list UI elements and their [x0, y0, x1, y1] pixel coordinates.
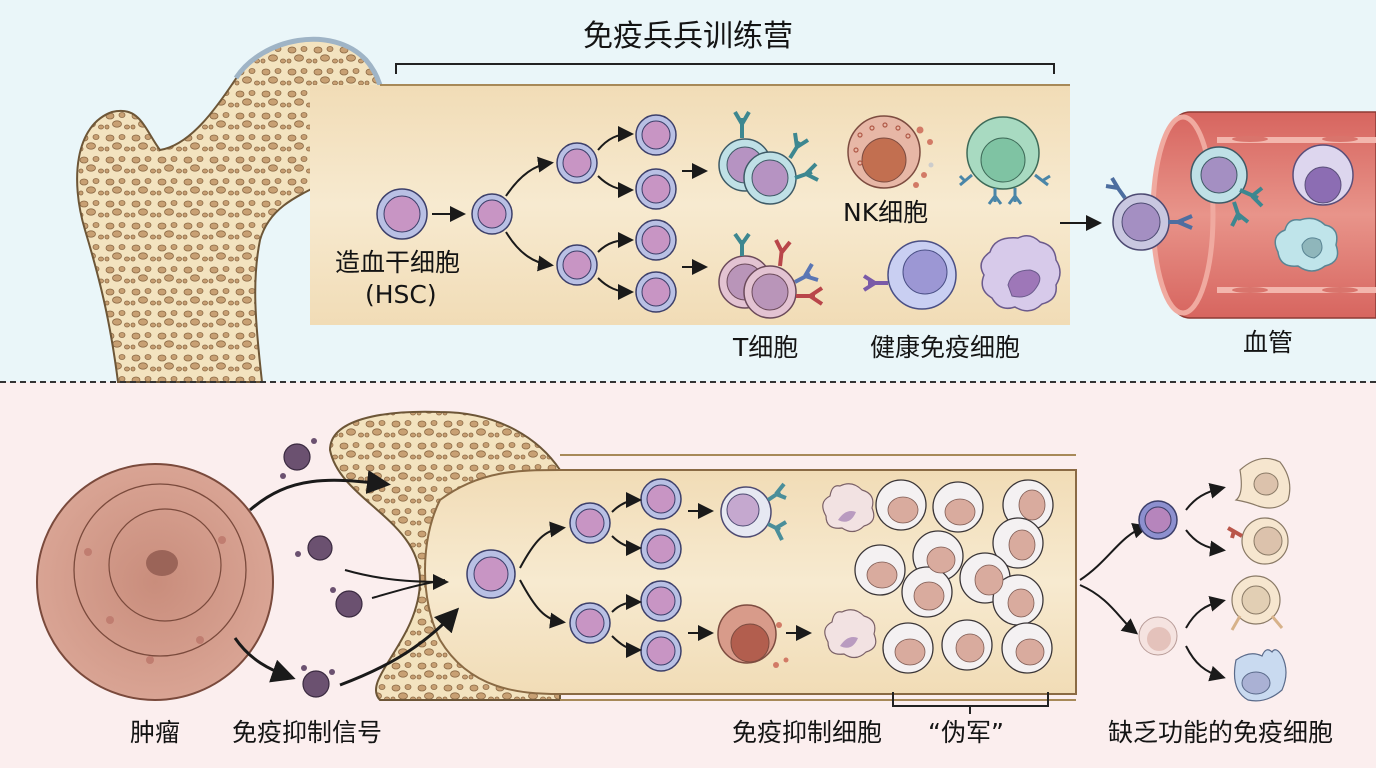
t-cells-top-pair	[718, 110, 819, 205]
vessel-monocyte	[1274, 217, 1339, 272]
dysfunctional-progenitor-blue	[1138, 500, 1178, 540]
vessel-granulocyte	[1292, 144, 1354, 206]
lineage-cells-top	[556, 114, 677, 313]
mdsc-cell	[717, 604, 789, 668]
section-title: 免疫兵兵训练营	[583, 19, 793, 54]
dysfunctional-progenitor-pale	[1138, 616, 1178, 656]
monocyte-ruffled	[980, 235, 1061, 312]
title-bracket	[395, 63, 1055, 74]
hsc-cell-bottom	[466, 549, 516, 599]
macrophage-green	[958, 116, 1051, 205]
hsc-label: 造血干细胞	[335, 248, 461, 277]
fake-army-label: “伪军”	[928, 718, 1004, 747]
progenitor-cell	[471, 193, 513, 235]
t-cells-bottom-pair	[718, 232, 824, 319]
immunosuppressive-signal-label: 免疫抑制信号	[232, 718, 383, 747]
vessel-t-cell-entering	[1105, 176, 1193, 251]
dysfunctional-cells	[1227, 457, 1291, 702]
immunosuppressive-cells-label: 免疫抑制细胞	[732, 718, 883, 747]
suppressive-cells-cluster	[822, 479, 1054, 674]
blood-vessel	[1150, 111, 1376, 319]
lineage-cells-bottom	[569, 478, 682, 672]
t-cell-bottom	[720, 482, 788, 541]
tumor	[36, 463, 274, 701]
blood-vessel-label: 血管	[1243, 328, 1294, 357]
hsc-cell	[376, 188, 428, 240]
nk-cell-label: NK细胞	[843, 198, 929, 227]
hsc-abbrev-label: (HSC)	[365, 280, 437, 309]
fake-army-bracket	[892, 692, 1049, 714]
healthy-immune-cells-label: 健康免疫细胞	[870, 333, 1021, 362]
vessel-t-cell	[1190, 146, 1264, 227]
immunosuppressive-signals	[280, 438, 363, 698]
section-divider	[0, 381, 1376, 383]
tumor-label: 肿瘤	[130, 718, 181, 747]
dysfunctional-immune-cells-label: 缺乏功能的免疫细胞	[1108, 718, 1334, 747]
b-cell	[862, 240, 957, 310]
t-cell-label: T细胞	[733, 333, 799, 362]
nk-cell	[847, 115, 934, 189]
